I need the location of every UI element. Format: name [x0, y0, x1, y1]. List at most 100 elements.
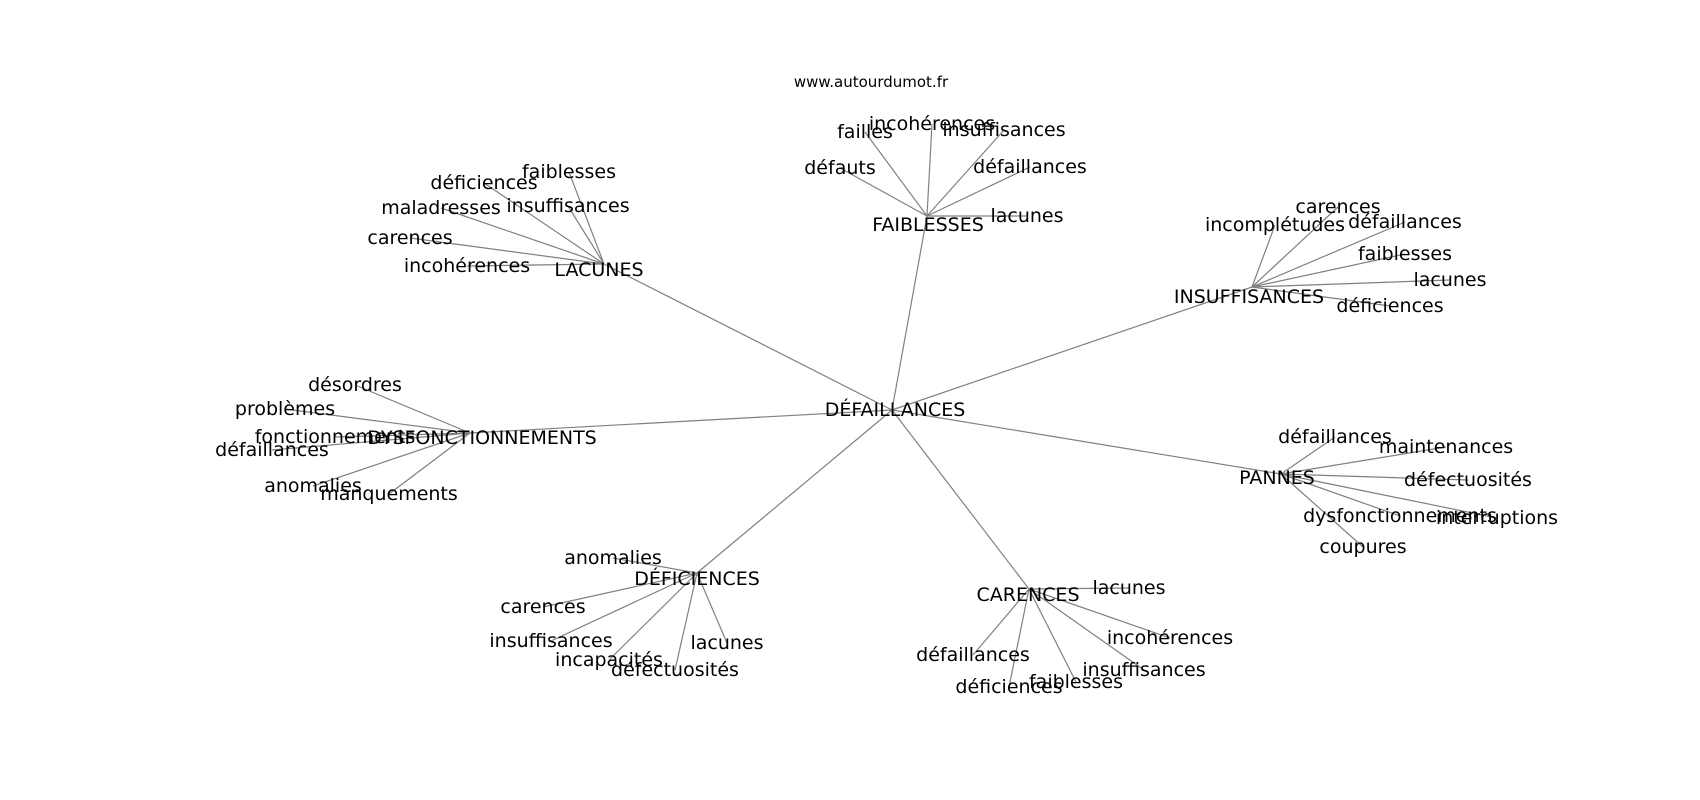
edge-lacunes-leaf — [568, 171, 605, 265]
edge-insuffisances-leaf — [1251, 224, 1276, 288]
edge-deficiences-leaf — [612, 557, 698, 574]
leaf-node[interactable]: défaillances — [1278, 426, 1392, 448]
source-watermark[interactable]: www.autourdumot.fr — [794, 73, 949, 91]
leaf-node[interactable]: fonctionnements — [255, 426, 416, 448]
edge-faiblesses-leaf — [839, 167, 928, 217]
edge-center-lacunes — [603, 263, 893, 411]
leaf-node[interactable]: insuffisances — [1082, 659, 1205, 681]
edge-faiblesses-leaf — [926, 166, 1031, 217]
leaf-node[interactable]: maintenances — [1379, 436, 1513, 458]
edges-layer — [271, 123, 1498, 688]
leaf-node[interactable]: incomplétudes — [1205, 214, 1345, 236]
leaf-node[interactable]: insuffisances — [506, 195, 629, 217]
leaf-node[interactable]: insuffisances — [489, 630, 612, 652]
leaf-node[interactable]: incapacités — [555, 649, 663, 671]
leaf-node[interactable]: incohérences — [404, 255, 530, 277]
edge-deficiences-leaf — [542, 572, 698, 608]
edge-insuffisances-leaf — [1251, 286, 1391, 307]
leaf-node[interactable]: défaillances — [973, 156, 1087, 178]
leaf-node[interactable]: faiblesses — [1358, 243, 1452, 265]
leaf-node[interactable]: lacunes — [1413, 269, 1486, 291]
leaf-node[interactable]: lacunes — [1092, 577, 1165, 599]
leaf-node[interactable]: failles — [837, 121, 893, 143]
hub-node-deficiences[interactable]: DÉFICIENCES — [634, 567, 760, 590]
leaf-node[interactable]: défaillances — [215, 439, 329, 461]
leaf-node[interactable]: carences — [1295, 196, 1380, 218]
edge-dysfonctionnements-leaf — [388, 432, 471, 495]
leaf-node[interactable]: défectuosités — [611, 659, 739, 681]
leaf-node[interactable]: incohérences — [869, 113, 995, 135]
edge-insuffisances-leaf — [1251, 206, 1339, 288]
edge-deficiences-leaf — [550, 572, 698, 642]
leaf-node[interactable]: incohérences — [1107, 627, 1233, 649]
leaf-node[interactable]: carences — [500, 596, 585, 618]
edge-center-pannes — [891, 409, 1282, 475]
edge-dysfonctionnements-leaf — [312, 432, 471, 487]
edge-dysfonctionnements-leaf — [284, 408, 471, 434]
leaf-node[interactable]: coupures — [1319, 536, 1406, 558]
leaf-node[interactable]: problèmes — [235, 398, 335, 420]
edge-pannes-leaf — [1280, 436, 1336, 475]
leaf-node[interactable]: lacunes — [990, 205, 1063, 227]
edge-pannes-leaf — [1280, 473, 1401, 517]
leaf-node[interactable]: déficiences — [1336, 295, 1443, 317]
leaf-node[interactable]: dysfonctionnements — [1303, 505, 1497, 527]
edge-lacunes-leaf — [409, 237, 605, 265]
edge-lacunes-leaf — [440, 207, 605, 265]
edge-faiblesses-leaf — [926, 129, 1005, 217]
leaf-node[interactable]: lacunes — [690, 632, 763, 654]
leaf-node[interactable]: interruptions — [1436, 507, 1558, 529]
edge-center-faiblesses — [891, 215, 928, 411]
edge-deficiences-leaf — [608, 572, 698, 661]
edge-insuffisances-leaf — [1251, 221, 1406, 288]
edge-center-dysfonctionnements — [469, 409, 893, 434]
leaf-node[interactable]: désordres — [308, 374, 402, 396]
hub-node-insuffisances[interactable]: INSUFFISANCES — [1174, 286, 1324, 308]
edge-center-carences — [891, 409, 1030, 590]
edge-pannes-leaf — [1280, 473, 1498, 519]
leaf-node[interactable]: maladresses — [381, 197, 501, 219]
hub-node-lacunes[interactable]: LACUNES — [554, 259, 643, 281]
leaf-node[interactable]: insuffisances — [942, 119, 1065, 141]
leaf-node[interactable]: anomalies — [264, 475, 362, 497]
hub-node-dysfonctionnements[interactable]: DYSFONCTIONNEMENTS — [367, 427, 597, 449]
edge-carences-leaf — [1028, 587, 1130, 590]
leaf-node[interactable]: manquements — [320, 483, 458, 505]
leaf-node[interactable]: déficiences — [955, 676, 1062, 698]
edge-lacunes-leaf — [483, 182, 605, 265]
hub-node-pannes[interactable]: PANNES — [1239, 467, 1315, 489]
edge-faiblesses-leaf — [926, 123, 933, 217]
leaf-node[interactable]: défectuosités — [1404, 469, 1532, 491]
edge-carences-leaf — [1008, 588, 1030, 688]
edge-dysfonctionnements-leaf — [271, 432, 471, 451]
leaf-node[interactable]: déficiences — [430, 172, 537, 194]
labels-layer: DÉFAILLANCESLACUNESfaiblessesdéficiences… — [215, 113, 1558, 698]
edge-carences-leaf — [1028, 588, 1077, 683]
leaf-node[interactable]: faiblesses — [1029, 671, 1123, 693]
hub-node-faiblesses[interactable]: FAIBLESSES — [872, 214, 984, 236]
edge-faiblesses-leaf — [864, 131, 928, 217]
edge-center-insuffisances — [891, 286, 1253, 411]
edge-pannes-leaf — [1280, 446, 1447, 475]
leaf-node[interactable]: défaillances — [916, 644, 1030, 666]
edge-deficiences-leaf — [696, 572, 728, 644]
edge-carences-leaf — [1028, 588, 1171, 639]
hub-node-carences[interactable]: CARENCES — [976, 584, 1079, 606]
leaf-node[interactable]: faiblesses — [522, 161, 616, 183]
edge-lacunes-leaf — [466, 263, 605, 267]
edge-carences-leaf — [1028, 588, 1145, 671]
edge-insuffisances-leaf — [1251, 279, 1451, 288]
edge-carences-leaf — [972, 588, 1030, 656]
edge-lacunes-leaf — [567, 205, 605, 265]
edge-pannes-leaf — [1280, 473, 1469, 481]
edge-deficiences-leaf — [674, 572, 698, 671]
edge-pannes-leaf — [1280, 473, 1364, 548]
edge-dysfonctionnements-leaf — [334, 432, 471, 438]
leaf-node[interactable]: défauts — [804, 157, 875, 179]
edge-dysfonctionnements-leaf — [354, 384, 471, 434]
leaf-node[interactable]: défaillances — [1348, 211, 1462, 233]
center-node[interactable]: DÉFAILLANCES — [825, 398, 966, 421]
leaf-node[interactable]: anomalies — [564, 547, 662, 569]
leaf-node[interactable]: carences — [367, 227, 452, 249]
edge-center-deficiences — [696, 409, 893, 574]
